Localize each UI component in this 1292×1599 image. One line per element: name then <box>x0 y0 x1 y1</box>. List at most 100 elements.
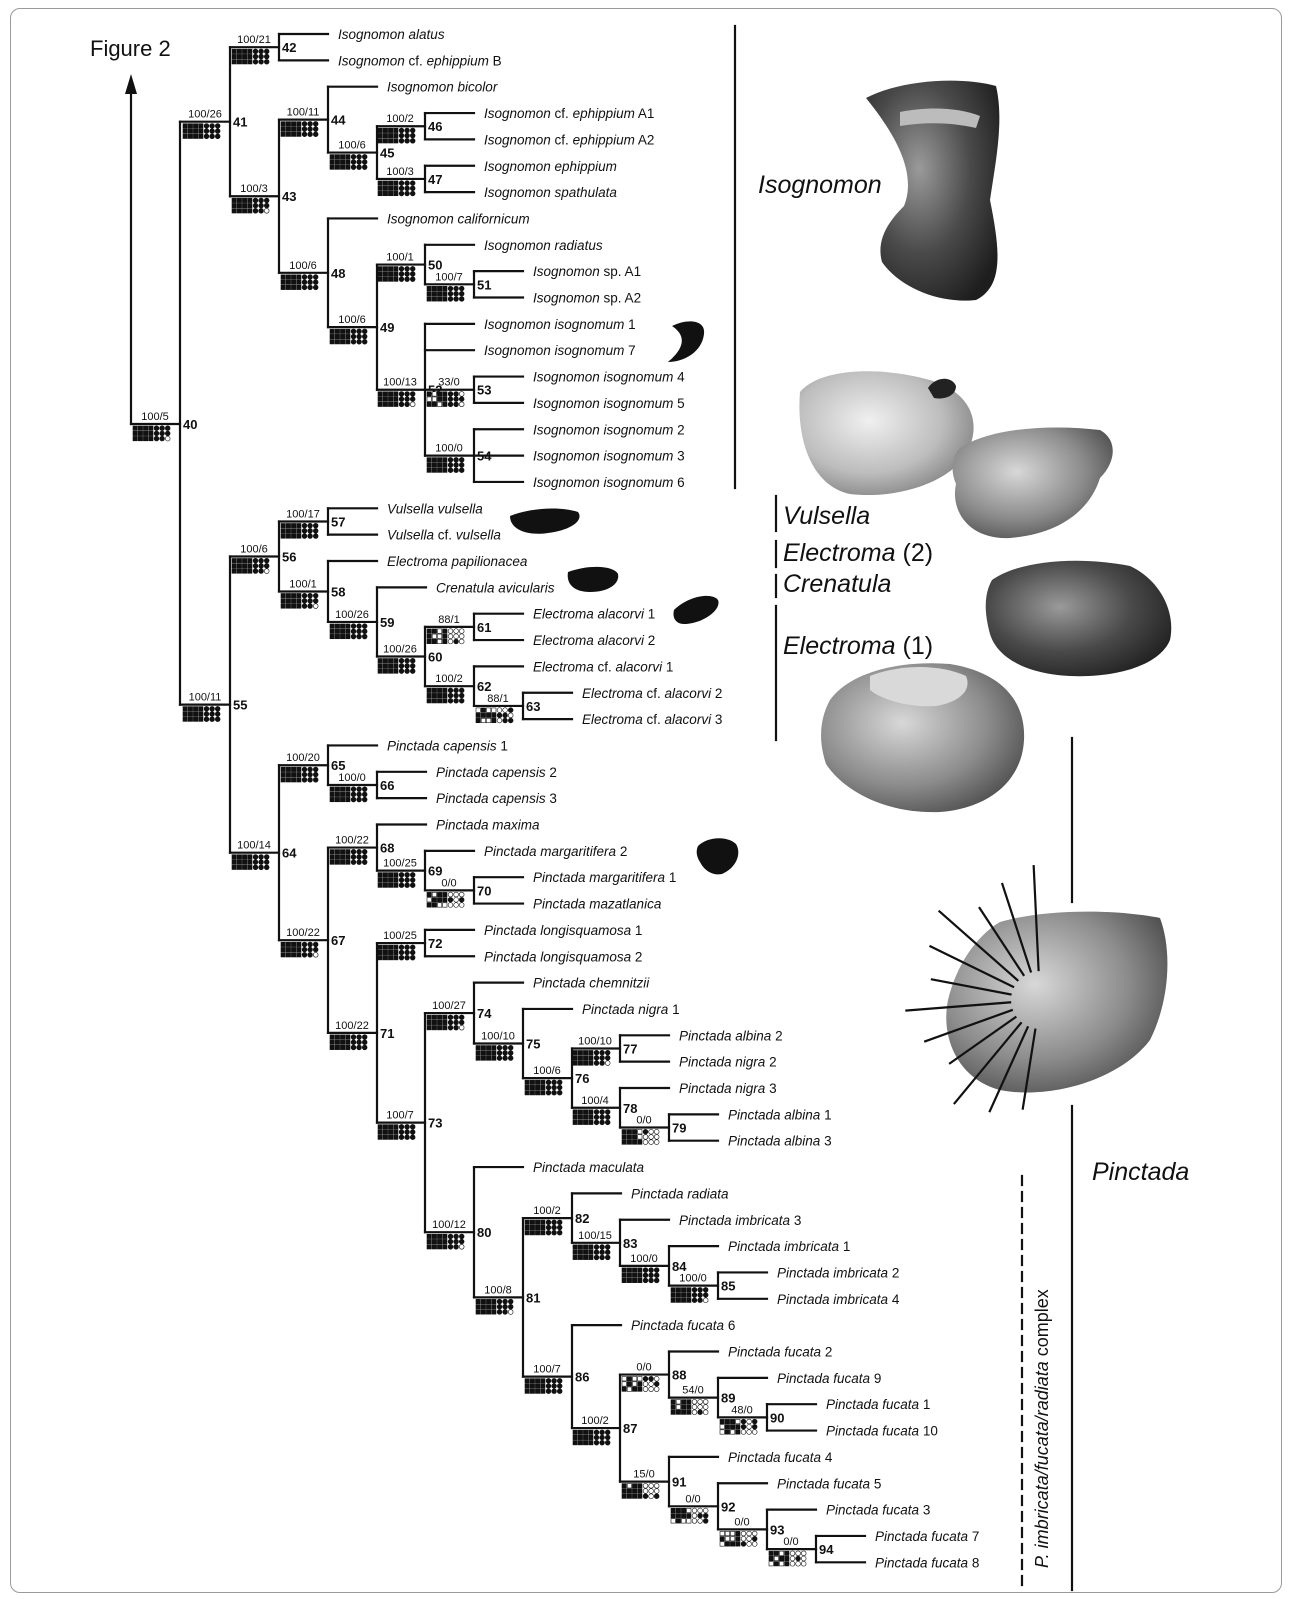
tip-label: Pinctada imbricata 2 <box>777 1265 899 1280</box>
character-matrix-icon <box>476 1045 513 1060</box>
tip-label: Electroma papilionacea <box>387 554 528 569</box>
character-matrix-icon <box>183 706 220 721</box>
tip-label: Electroma alacorvi 2 <box>533 633 655 648</box>
node-number: 73 <box>428 1116 442 1131</box>
support-value: 100/13 <box>383 377 417 389</box>
tip-label: Pinctada albina 1 <box>728 1107 832 1122</box>
clade-label-crenatula: Crenatula <box>783 570 891 598</box>
figure-reference[interactable]: Figure 2 <box>90 36 171 61</box>
tip-label: Isognomon cf. ephippium B <box>338 53 502 68</box>
node-number: 63 <box>526 699 540 714</box>
tip-label: Pinctada maxima <box>436 818 540 833</box>
tip-label: Pinctada fucata 8 <box>875 1555 979 1570</box>
support-value: 15/0 <box>633 1469 654 1481</box>
support-value: 100/6 <box>338 140 366 152</box>
support-value: 100/0 <box>679 1273 707 1285</box>
tip-label: Isognomon alatus <box>338 27 445 42</box>
node-number: 72 <box>428 936 442 951</box>
character-matrix-icon <box>378 945 415 960</box>
character-matrix-icon <box>720 1531 757 1546</box>
character-matrix-icon <box>671 1508 708 1523</box>
node-number: 53 <box>477 383 491 398</box>
tip-label: Isognomon cf. ephippium A2 <box>484 132 654 147</box>
support-value: 100/7 <box>435 271 463 283</box>
support-value: 100/26 <box>383 644 417 656</box>
character-matrix-icon <box>622 1129 659 1144</box>
support-value: 100/2 <box>533 1205 561 1217</box>
character-matrix-icon <box>330 1035 367 1050</box>
support-value: 100/6 <box>338 314 366 326</box>
support-value: 0/0 <box>685 1493 700 1505</box>
character-matrix-icon <box>427 1015 464 1030</box>
tip-label: Pinctada fucata 2 <box>728 1345 832 1360</box>
tip-label: Pinctada imbricata 4 <box>777 1292 900 1307</box>
tip-label: Pinctada fucata 1 <box>826 1397 930 1412</box>
tip-label: Isognomon isognomum 3 <box>533 449 685 464</box>
character-matrix-icon <box>378 658 415 673</box>
tip-label: Crenatula avicularis <box>436 580 555 595</box>
character-matrix-icon <box>427 286 464 301</box>
node-number: 93 <box>770 1522 784 1537</box>
node-number: 45 <box>380 146 394 161</box>
character-matrix-icon <box>378 181 415 196</box>
node-number: 74 <box>477 1006 492 1021</box>
tip-label: Isognomon californicum <box>387 211 530 226</box>
node-number: 76 <box>575 1071 589 1086</box>
tip-label: Isognomon isognomum 7 <box>484 343 636 358</box>
node-number: 46 <box>428 119 442 134</box>
node-number: 86 <box>575 1370 589 1385</box>
support-value: 100/10 <box>578 1035 612 1047</box>
support-value: 100/27 <box>432 1000 466 1012</box>
tip-label: Pinctada fucata 7 <box>875 1529 979 1544</box>
node-number: 66 <box>380 778 394 793</box>
tip-label: Pinctada fucata 6 <box>631 1318 735 1333</box>
tip-label: Pinctada capensis 2 <box>436 765 557 780</box>
node-number: 49 <box>380 320 394 335</box>
node-number: 83 <box>623 1236 637 1251</box>
character-matrix-icon <box>476 1299 513 1314</box>
character-matrix-icon <box>525 1220 562 1235</box>
tip-label: Pinctada longisquamosa 2 <box>484 949 642 964</box>
support-value: 100/26 <box>188 109 222 121</box>
character-matrix-icon <box>427 629 464 644</box>
support-value: 100/17 <box>286 508 320 520</box>
tip-label: Pinctada fucata 5 <box>777 1476 881 1491</box>
support-value: 100/6 <box>240 543 268 555</box>
node-number: 55 <box>233 698 247 713</box>
node-number: 47 <box>428 172 442 187</box>
tip-label: Pinctada nigra 3 <box>679 1081 777 1096</box>
tip-label: Isognomon spathulata <box>484 185 617 200</box>
character-matrix-icon <box>427 892 464 907</box>
support-value: 100/7 <box>533 1364 561 1376</box>
support-value: 100/2 <box>581 1415 609 1427</box>
tip-label: Pinctada capensis 3 <box>436 791 557 806</box>
isognomon-shell-photo <box>866 81 999 301</box>
support-value: 100/22 <box>286 927 320 939</box>
support-value: 100/8 <box>484 1284 512 1296</box>
tip-label: Pinctada capensis 1 <box>387 738 508 753</box>
character-matrix-icon <box>330 154 367 169</box>
character-matrix-icon <box>427 688 464 703</box>
support-value: 33/0 <box>438 377 459 389</box>
support-value: 100/6 <box>533 1065 561 1077</box>
character-matrix-icon <box>427 392 464 407</box>
node-number: 84 <box>672 1259 687 1274</box>
character-matrix-icon <box>232 49 269 64</box>
support-value: 100/0 <box>435 443 463 455</box>
node-number: 90 <box>770 1410 784 1425</box>
support-value: 0/0 <box>734 1516 749 1528</box>
tip-label: Pinctada margaritifera 2 <box>484 844 627 859</box>
support-value: 100/3 <box>386 166 414 178</box>
support-value: 100/14 <box>237 840 271 852</box>
support-value: 0/0 <box>636 1362 651 1374</box>
character-matrix-icon <box>525 1378 562 1393</box>
character-matrix-icon <box>720 1419 757 1434</box>
character-matrix-icon <box>330 787 367 802</box>
character-matrix-icon <box>671 1399 708 1414</box>
support-value: 54/0 <box>682 1385 703 1397</box>
tip-label: Isognomon radiatus <box>484 238 603 253</box>
node-number: 85 <box>721 1279 735 1294</box>
character-matrix-icon <box>378 266 415 281</box>
support-value: 0/0 <box>636 1115 651 1127</box>
